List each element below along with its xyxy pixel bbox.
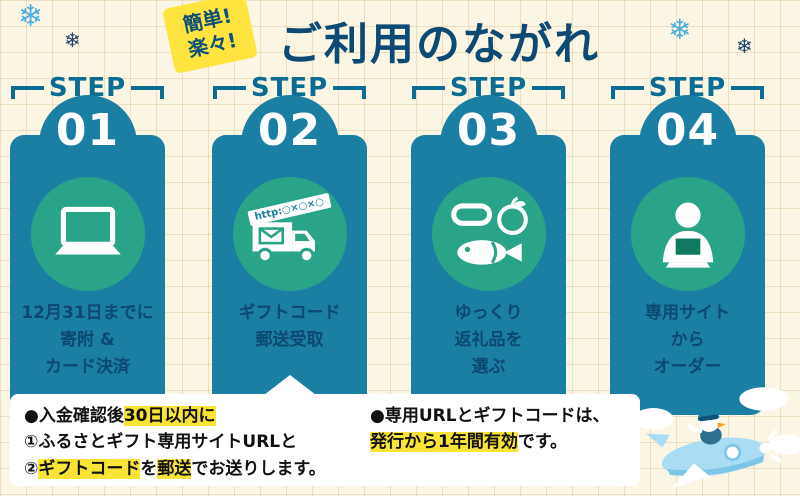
step-card-03: STEP 03 ゆっくり 返礼品を 選ぶ bbox=[411, 73, 566, 415]
note-line: ②ギフトコードを郵送でお送りします。 bbox=[24, 458, 326, 479]
caption-line: カード決済 bbox=[45, 357, 130, 378]
person-order-icon bbox=[630, 177, 745, 291]
caption-line: オーダー bbox=[653, 357, 722, 378]
caption-line: 返礼品を bbox=[454, 330, 523, 351]
step-caption: 専用サイト から オーダー bbox=[614, 300, 761, 382]
snowflake-icon: ❄ bbox=[736, 34, 753, 58]
note-line: ①ふるさとギフト専用サイトURLと bbox=[24, 432, 298, 453]
step-card-04: STEP 04 専用サイト から オーダー bbox=[610, 73, 765, 415]
step-rule-right bbox=[532, 86, 565, 99]
snowflake-icon: ❄ bbox=[64, 28, 81, 52]
note-line: ●専用URLとギフトコードは、 bbox=[370, 406, 610, 426]
laptop-icon-svg bbox=[54, 206, 121, 255]
note-line: 発行から1年間有効です。 bbox=[370, 432, 568, 453]
caption-line: 専用サイト bbox=[645, 303, 730, 323]
note-line: ●入金確認後30日以内に bbox=[24, 406, 216, 426]
page-title: ご利用のながれ bbox=[278, 19, 600, 70]
step-number: 04 bbox=[655, 105, 720, 156]
step-caption: 12月31日までに 寄附 & カード決済 bbox=[14, 300, 161, 382]
airplane-character-illustration bbox=[633, 387, 800, 489]
step-caption: ゆっくり 返礼品を 選ぶ bbox=[415, 300, 562, 382]
laptop-icon bbox=[30, 177, 145, 291]
step-number: 01 bbox=[55, 105, 120, 156]
step-card-01: STEP 01 12月31日までに 寄附 & カード決済 bbox=[10, 73, 165, 415]
caption-line: 選ぶ bbox=[471, 357, 506, 378]
step-caption: ギフトコード 郵送受取 bbox=[216, 300, 363, 354]
step-rule-right bbox=[731, 86, 764, 99]
caption-line: から bbox=[670, 330, 705, 351]
truck-icon-svg bbox=[252, 222, 315, 264]
step-rule-left bbox=[213, 86, 246, 99]
food-icon-svg bbox=[450, 196, 528, 265]
caption-line: ギフトコード bbox=[238, 303, 341, 323]
step-rule-left bbox=[611, 86, 644, 99]
step-rule-right bbox=[333, 86, 366, 99]
step-card-02: STEP 02 http:○×○×○ ギフトコード 郵送受取 bbox=[212, 73, 367, 415]
step-rule-right bbox=[131, 86, 164, 99]
caption-line: ゆっくり bbox=[454, 303, 523, 323]
step-number: 02 bbox=[257, 105, 322, 156]
easy-badge: 簡単! 楽々! bbox=[162, 0, 258, 75]
notes-left-column: ●入金確認後30日以内に ①ふるさとギフト専用サイトURLと ②ギフトコードを郵… bbox=[24, 403, 326, 482]
snowflake-icon: ❄ bbox=[668, 13, 692, 46]
notes-right-column: ●専用URLとギフトコードは、 発行から1年間有効です。 bbox=[370, 403, 610, 456]
notes-panel: ●入金確認後30日以内に ①ふるさとギフト専用サイトURLと ②ギフトコードを郵… bbox=[10, 375, 640, 486]
step-number: 03 bbox=[456, 105, 521, 156]
caption-line: 寄附 & bbox=[60, 330, 115, 351]
food-gift-icon bbox=[431, 177, 546, 291]
caption-line: 郵送受取 bbox=[255, 330, 324, 351]
step-rule-left bbox=[412, 86, 445, 99]
snowflake-icon: ❄ bbox=[18, 0, 44, 34]
person-icon-svg bbox=[662, 202, 713, 268]
step-rule-left bbox=[11, 86, 44, 99]
caption-line: 12月31日までに bbox=[21, 303, 154, 323]
delivery-truck-icon: http:○×○×○ bbox=[232, 177, 347, 291]
